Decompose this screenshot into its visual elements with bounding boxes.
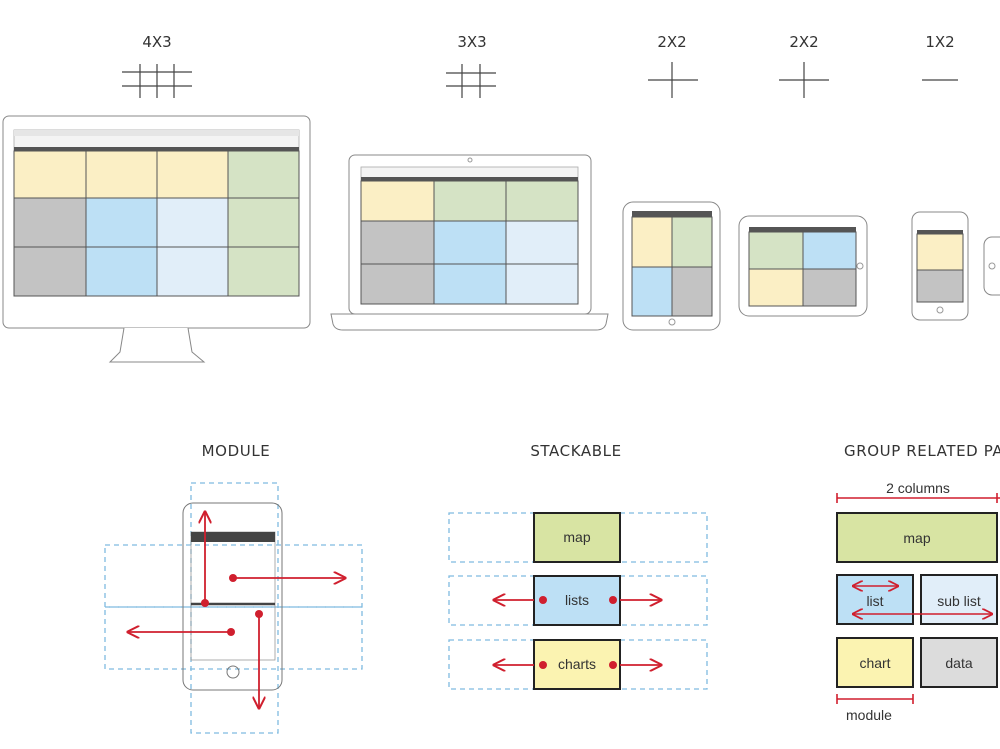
group-list-label: list	[866, 593, 883, 609]
group-map-label: map	[903, 530, 930, 546]
columns-dimension-line	[836, 493, 1000, 503]
group-diagram: 2 columns map list sub list chart data m…	[836, 480, 1000, 723]
group-arrows	[853, 586, 992, 614]
grid-label-2x2-tablet-portrait: 2X2	[657, 33, 686, 51]
grid-2x2-icon	[648, 62, 698, 98]
stack-arrows	[494, 600, 661, 665]
grid-label-3x3: 3X3	[457, 33, 486, 51]
group-data-box	[920, 637, 998, 688]
module-dashed-row-top	[104, 544, 363, 608]
module-phone-outline	[182, 502, 283, 691]
stack-map-label: map	[563, 529, 590, 545]
laptop	[330, 154, 609, 331]
group-chart-box	[836, 637, 914, 688]
tablet-landscape	[738, 215, 868, 317]
group-data-label: data	[945, 655, 972, 671]
desktop-monitor	[2, 115, 311, 363]
module-arrows	[128, 512, 345, 708]
group-map-box	[836, 512, 998, 563]
grid-label-1x2: 1X2	[925, 33, 954, 51]
group-chart-label: chart	[859, 655, 890, 671]
module-dimension-line	[836, 694, 914, 704]
tablet-portrait	[622, 201, 721, 331]
grid-4x3-icon	[122, 64, 192, 98]
grid-3x3-icon	[446, 64, 496, 98]
section-title-group-related: GROUP RELATED PANE	[844, 442, 1000, 460]
stack-map-box	[533, 512, 621, 563]
stack-charts-label: charts	[558, 656, 596, 672]
stack-charts-box	[533, 639, 621, 690]
module-label: module	[846, 707, 892, 723]
grid-label-4x3: 4X3	[142, 33, 171, 51]
section-title-stackable: STACKABLE	[530, 442, 621, 460]
phone-landscape	[983, 236, 1000, 296]
grid-label-2x2-tablet-landscape: 2X2	[789, 33, 818, 51]
module-dashed-row-bottom	[104, 606, 363, 670]
stack-lists-label: lists	[565, 592, 589, 608]
grid-2x2-icon-2	[779, 62, 829, 98]
module-dashed-column	[190, 482, 279, 734]
stackable-diagram: map lists charts	[448, 512, 708, 690]
phone-portrait	[911, 211, 969, 321]
group-sublist-label: sub list	[937, 593, 981, 609]
section-title-module: MODULE	[202, 442, 271, 460]
columns-label: 2 columns	[886, 480, 950, 496]
module-diagram	[104, 482, 363, 734]
